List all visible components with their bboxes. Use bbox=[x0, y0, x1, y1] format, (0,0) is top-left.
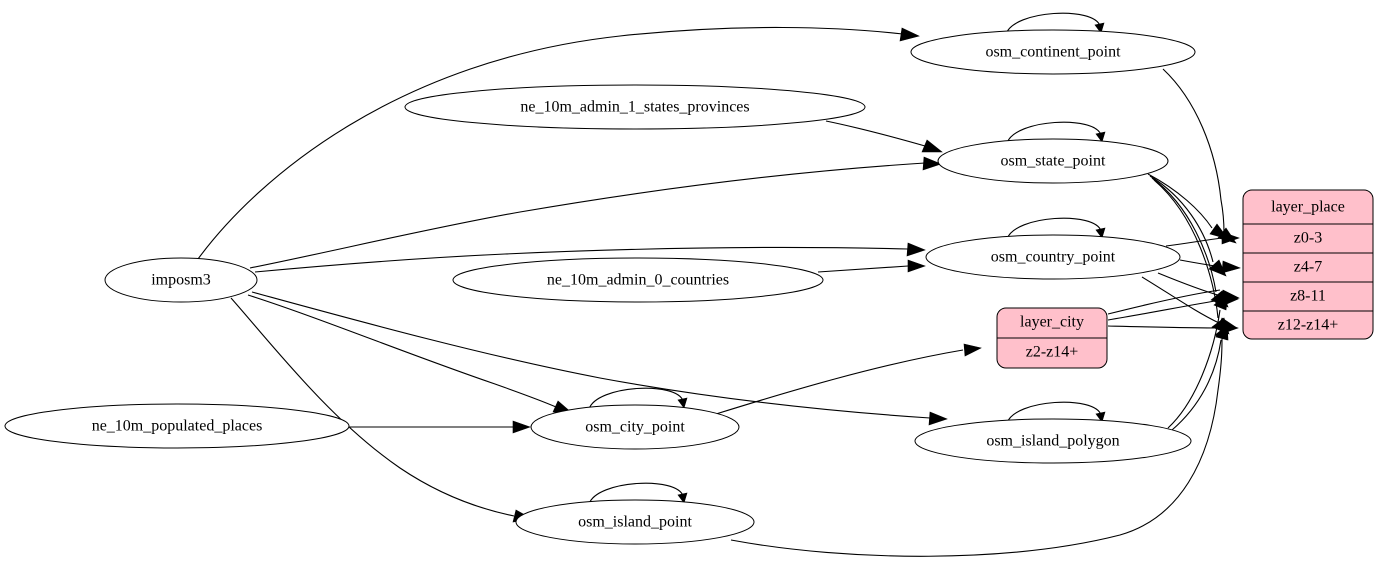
node-label-osm_continent_point: osm_continent_point bbox=[985, 44, 1121, 61]
record-row-layer_place-z0-3[interactable]: z0-3 bbox=[1294, 230, 1322, 247]
edge-ne_10m_admin_1_states_provinces-to-osm_state_point bbox=[825, 120, 943, 153]
edge-osm_continent_point-self-loop bbox=[1005, 12, 1105, 35]
node-osm_continent_point[interactable]: osm_continent_point bbox=[910, 29, 1196, 75]
node-label-ne_10m_admin_1_states_provinces: ne_10m_admin_1_states_provinces bbox=[520, 99, 749, 116]
record-row-layer_city-z2-z14[interactable]: z2-z14+ bbox=[1026, 344, 1079, 361]
node-label-osm_island_polygon: osm_island_polygon bbox=[986, 433, 1119, 450]
node-osm_country_point[interactable]: osm_country_point bbox=[925, 234, 1181, 280]
node-label-osm_state_point: osm_state_point bbox=[1001, 153, 1106, 170]
edge-ne_10m_admin_0_countries-to-osm_country_point bbox=[817, 259, 926, 273]
node-layer: imposm3 ne_10m_admin_1_states_provinces … bbox=[4, 29, 1374, 545]
edge-osm_island_point-to-layer_place-z12-z14 bbox=[730, 321, 1229, 557]
node-label-osm_island_point: osm_island_point bbox=[578, 514, 692, 531]
node-osm_island_polygon[interactable]: osm_island_polygon bbox=[914, 418, 1192, 464]
node-ne_10m_admin_0_countries[interactable]: ne_10m_admin_0_countries bbox=[452, 257, 824, 303]
edge-layer_city-to-layer_place-extra bbox=[1107, 289, 1221, 315]
record-row-layer_city-title: layer_city bbox=[1020, 314, 1084, 331]
edge-osm_continent_point-to-layer_place-z0-3 bbox=[1162, 68, 1237, 244]
node-ne_10m_populated_places[interactable]: ne_10m_populated_places bbox=[4, 403, 350, 449]
edge-osm_island_polygon-self-loop bbox=[1006, 401, 1106, 424]
edge-osm_country_point-self-loop bbox=[1006, 217, 1106, 240]
edge-osm_city_point-to-layer_city bbox=[715, 343, 982, 415]
node-label-ne_10m_admin_0_countries: ne_10m_admin_0_countries bbox=[547, 272, 729, 289]
record-row-layer_place-z4-7[interactable]: z4-7 bbox=[1294, 259, 1322, 276]
node-ne_10m_admin_1_states_provinces[interactable]: ne_10m_admin_1_states_provinces bbox=[404, 84, 866, 130]
node-osm_island_point[interactable]: osm_island_point bbox=[515, 499, 755, 545]
record-row-layer_place-title: layer_place bbox=[1271, 199, 1345, 216]
edge-osm_state_point-self-loop bbox=[1006, 121, 1106, 144]
node-label-imposm3: imposm3 bbox=[151, 272, 211, 289]
node-osm_state_point[interactable]: osm_state_point bbox=[937, 138, 1169, 184]
node-label-osm_city_point: osm_city_point bbox=[585, 419, 685, 436]
edge-imposm3-to-osm_city_point bbox=[247, 294, 574, 415]
edge-osm_island_point-self-loop bbox=[588, 482, 688, 505]
edge-osm_island_polygon-to-layer_place-z8-11 bbox=[1167, 293, 1229, 429]
node-label-ne_10m_populated_places: ne_10m_populated_places bbox=[92, 418, 263, 435]
edge-imposm3-to-osm_country_point bbox=[254, 242, 926, 273]
edge-osm_city_point-self-loop bbox=[588, 387, 688, 410]
edge-imposm3-to-osm_state_point bbox=[249, 156, 942, 269]
node-label-osm_country_point: osm_country_point bbox=[991, 249, 1116, 266]
node-imposm3[interactable]: imposm3 bbox=[104, 257, 258, 303]
edge-imposm3-to-osm_island_polygon bbox=[251, 291, 948, 426]
record-row-layer_place-z12-z14[interactable]: z12-z14+ bbox=[1278, 317, 1339, 334]
record-node-layer_city[interactable]: layer_city z2-z14+ bbox=[996, 307, 1108, 369]
node-osm_city_point[interactable]: osm_city_point bbox=[530, 404, 740, 450]
edge-osm_country_point-to-layer_place-z4-7 bbox=[1179, 259, 1241, 274]
record-node-layer_place[interactable]: layer_place z0-3 z4-7 z8-11 z12-z14+ bbox=[1242, 189, 1374, 340]
edge-imposm3-to-osm_continent_point bbox=[197, 26, 920, 260]
edge-ne_10m_populated_places-to-osm_city_point bbox=[349, 420, 531, 434]
edge-osm_country_point-to-layer_place-z0-3 bbox=[1165, 231, 1240, 247]
record-row-layer_place-z8-11[interactable]: z8-11 bbox=[1290, 288, 1326, 305]
